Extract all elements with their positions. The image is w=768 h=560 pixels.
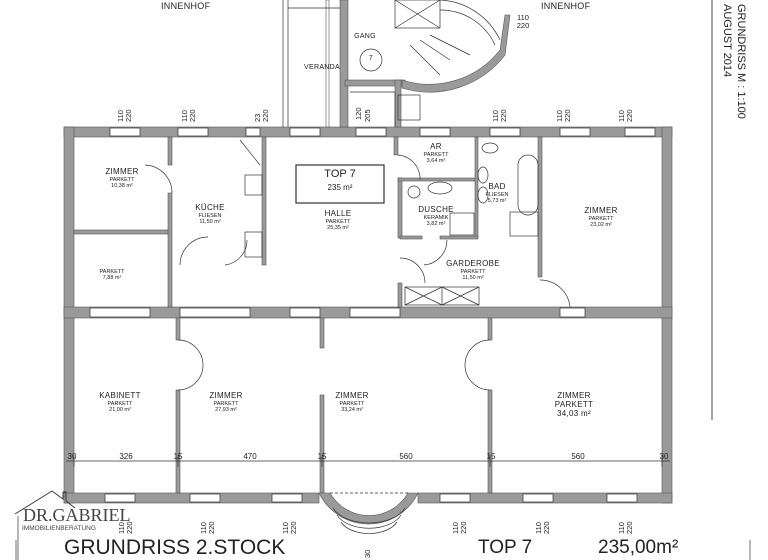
dimension: 30 xyxy=(67,452,77,461)
stair-number: 7 xyxy=(368,55,374,62)
dimension: 15 xyxy=(317,452,327,461)
veranda-label: VERANDA xyxy=(304,64,340,71)
entrance-door-width: 120 xyxy=(354,107,363,120)
total-area: 235,00m² xyxy=(598,537,679,558)
dimension: 30 xyxy=(659,452,669,461)
dimension: 15 xyxy=(173,452,183,461)
unit-label: TOP 7 xyxy=(478,537,533,558)
scale-label: GRUNDRISS M : 1:100 xyxy=(735,4,747,119)
plan-title: GRUNDRISS 2.STOCK xyxy=(64,536,286,559)
dimension: 15 xyxy=(486,452,496,461)
dimension: 326 xyxy=(119,452,133,461)
top-box-area: 235 m² xyxy=(327,183,353,192)
top-box-label: TOP 7 xyxy=(324,168,356,180)
courtyard-left-label: INNENHOF xyxy=(160,1,212,11)
courtyard-right-label: INNENHOF xyxy=(540,1,592,11)
logo-subtitle: IMMOBILIENBERATUNG xyxy=(22,525,96,532)
dimension: 560 xyxy=(399,452,413,461)
gang-label: GANG xyxy=(354,33,376,40)
entrance-door-height: 205 xyxy=(363,109,372,122)
dimension: 560 xyxy=(571,452,585,461)
dimension: 470 xyxy=(243,452,257,461)
logo-name: DR.GABRIEL xyxy=(23,505,131,525)
date-label: AUGUST 2014 xyxy=(721,4,733,78)
